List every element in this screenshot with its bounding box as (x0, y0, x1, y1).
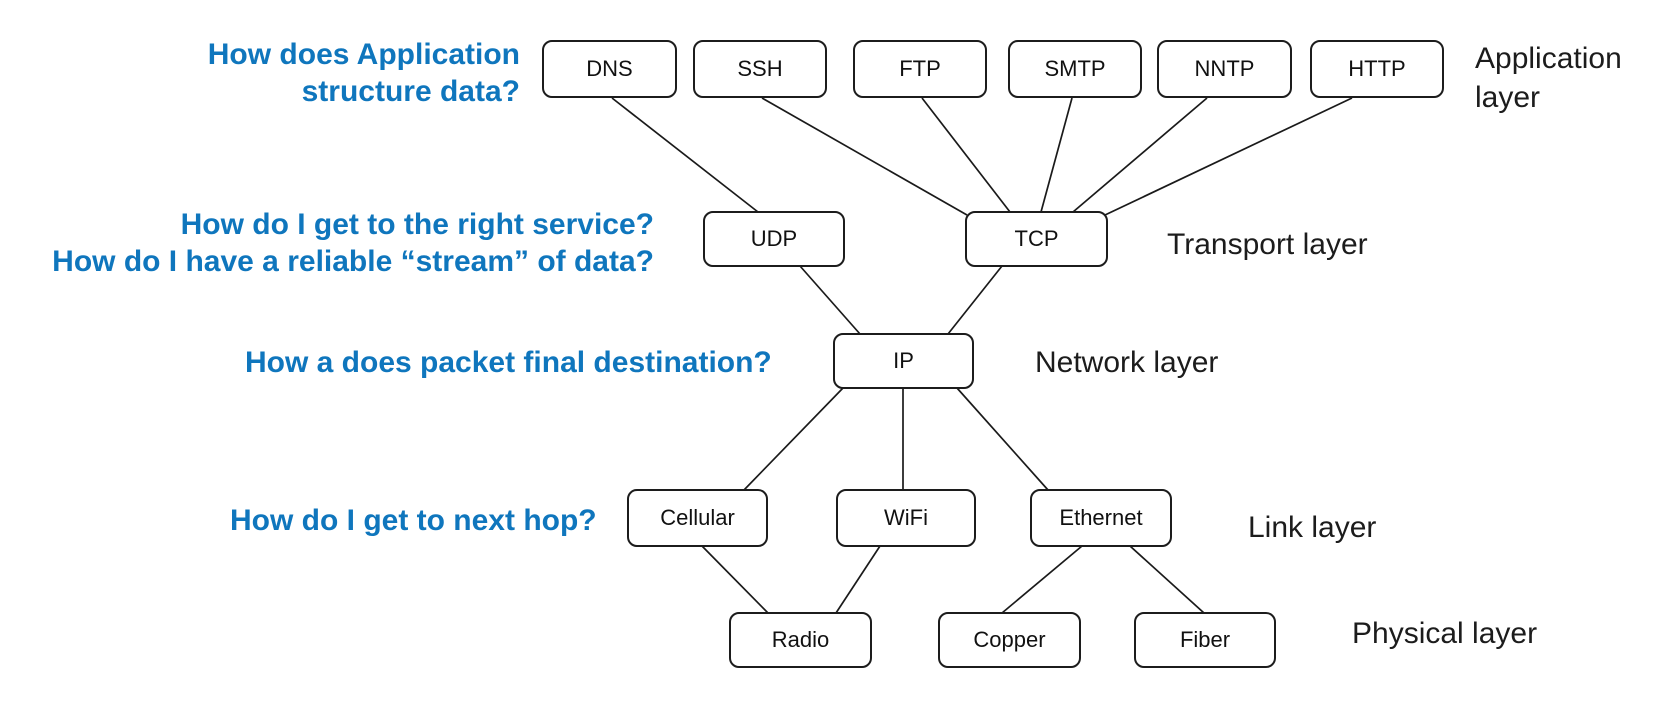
edge-ethernet-fiber (1129, 545, 1205, 614)
edge-cellular-radio (701, 545, 769, 614)
node-ftp: FTP (853, 40, 987, 98)
node-label: UDP (750, 226, 798, 251)
node-label: Radio (771, 627, 830, 652)
node-dns: DNS (542, 40, 677, 98)
node-cellular: Cellular (627, 489, 768, 547)
node-label: TCP (1014, 226, 1059, 251)
layer-label-network: Network layer (1035, 346, 1219, 379)
node-label: SSH (737, 56, 783, 81)
question-line: How do I get to the right service? (180, 208, 654, 241)
node-label: FTP (899, 56, 941, 81)
question-transport-layer: How do I get to the right service? How d… (8, 206, 654, 280)
edge-ip-ethernet (956, 387, 1049, 491)
edge-ethernet-copper (1001, 545, 1083, 614)
question-line: structure data? (301, 75, 520, 108)
edge-http-tcp (1104, 97, 1353, 216)
node-label: HTTP (1348, 56, 1406, 81)
node-label: Copper (973, 627, 1046, 652)
node-fiber: Fiber (1134, 612, 1276, 668)
edge-ssh-tcp (761, 97, 968, 216)
node-ssh: SSH (693, 40, 827, 98)
node-ip: IP (833, 333, 974, 389)
node-label: SMTP (1044, 56, 1106, 81)
node-label: Cellular (660, 505, 735, 530)
layer-label-physical: Physical layer (1352, 617, 1538, 650)
edge-nntp-tcp (1072, 97, 1208, 213)
node-ethernet: Ethernet (1030, 489, 1172, 547)
node-radio: Radio (729, 612, 872, 668)
edge-wifi-radio (835, 545, 881, 614)
layer-label-transport: Transport layer (1167, 228, 1368, 261)
layer-label-link: Link layer (1248, 511, 1377, 544)
question-link-layer: How do I get to next hop? (230, 502, 597, 539)
layer-label-application: Application layer (1475, 42, 1622, 114)
question-line: How a does packet final destination? (245, 346, 772, 379)
edge-udp-ip (799, 265, 861, 335)
node-label: NNTP (1194, 56, 1255, 81)
question-line: How do I have a reliable “stream” of dat… (52, 245, 654, 278)
question-network-layer: How a does packet final destination? (245, 344, 772, 381)
node-label: WiFi (884, 505, 928, 530)
node-wifi: WiFi (836, 489, 976, 547)
edge-dns-udp (611, 97, 759, 213)
node-label: DNS (586, 56, 633, 81)
question-line: How do I get to next hop? (230, 504, 597, 537)
question-application-layer: How does Application structure data? (160, 36, 520, 110)
node-copper: Copper (938, 612, 1081, 668)
node-smtp: SMTP (1008, 40, 1142, 98)
node-http: HTTP (1310, 40, 1444, 98)
node-udp: UDP (703, 211, 845, 267)
edge-tcp-ip (947, 265, 1003, 335)
node-label: IP (893, 348, 914, 373)
node-label: Fiber (1179, 627, 1231, 652)
edge-ip-cellular (743, 387, 844, 491)
question-line: How does Application (207, 38, 520, 71)
node-label: Ethernet (1059, 505, 1143, 530)
node-tcp: TCP (965, 211, 1108, 267)
node-nntp: NNTP (1157, 40, 1292, 98)
edge-ftp-tcp (921, 97, 1011, 213)
edge-smtp-tcp (1040, 97, 1073, 213)
